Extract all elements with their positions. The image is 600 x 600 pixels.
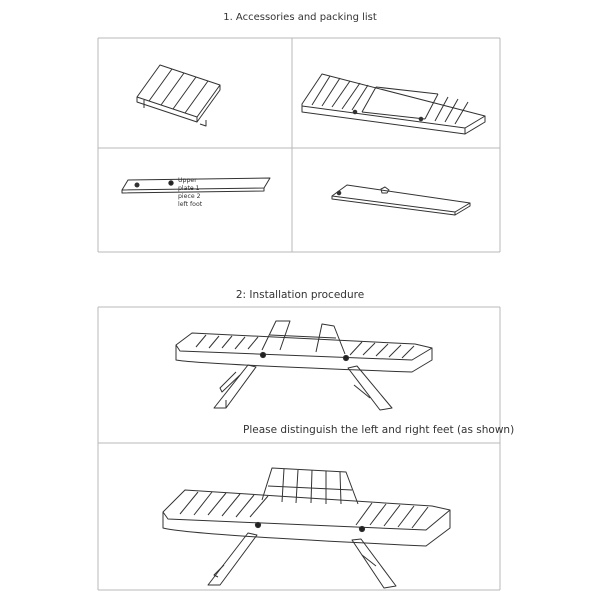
part-label-line: Upper [178,177,197,184]
plank-right-drawing [331,184,471,216]
section2-title: 2: Installation procedure [235,289,365,301]
assembly-step2-drawing [162,467,451,589]
assembly-step1-drawing [175,320,433,411]
table-top-drawing [301,73,486,135]
feet-note: Please distinguish the left and right fe… [243,424,515,436]
part-label-line: plate 1 [178,185,200,192]
parts-grid [97,37,501,591]
section1-title: 1. Accessories and packing list [223,12,377,23]
plank-left-drawing [121,177,271,194]
part-label-line: left foot [178,201,203,208]
part-label: Upper plate 1 piece 2 left foot [178,177,202,209]
part-label-line: piece 2 [178,193,201,200]
seat-panel-drawing [136,64,221,127]
